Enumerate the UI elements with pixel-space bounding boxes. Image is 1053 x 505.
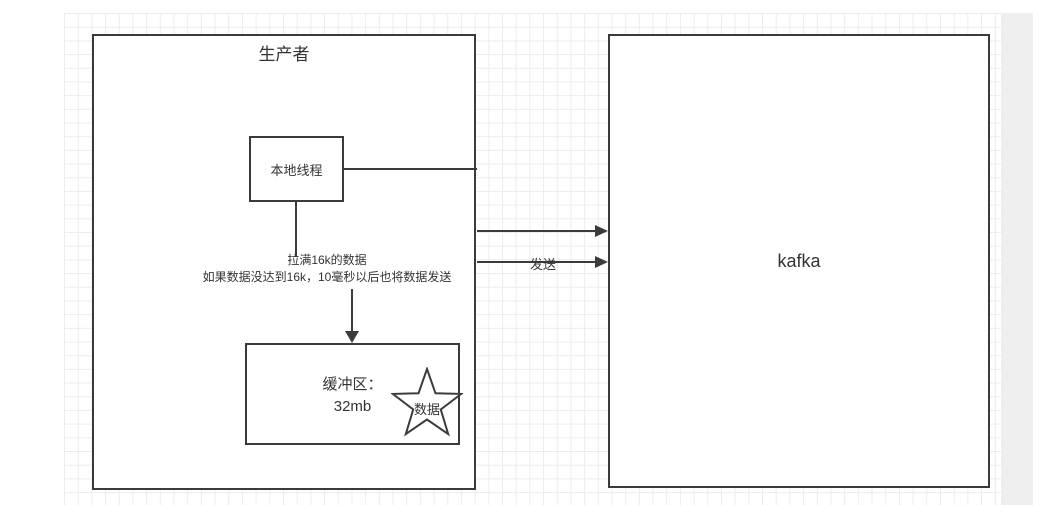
data-star-shape[interactable] <box>389 365 465 443</box>
arrowhead-right-icon <box>595 256 608 268</box>
star-icon <box>389 365 465 437</box>
annotation-text[interactable]: 拉满16k的数据 如果数据没达到16k，10毫秒以后也将数据发送 <box>160 252 494 286</box>
local-thread-label: 本地线程 <box>270 162 323 178</box>
annotation-line1: 拉满16k的数据 <box>287 253 367 267</box>
buffer-label-line2: 32mb <box>333 398 372 415</box>
send-connector-label: 发送 <box>529 257 556 272</box>
star-label: 数据 <box>413 402 440 417</box>
canvas-gutter <box>1001 13 1033 505</box>
producer-to-kafka-connector-1[interactable] <box>477 230 596 232</box>
producer-title: 生产者 <box>258 45 310 64</box>
local-thread-to-edge-connector[interactable] <box>344 168 477 170</box>
kafka-title: kafka <box>777 250 821 271</box>
kafka-box[interactable]: kafka <box>608 34 990 488</box>
buffer-label-line1: 缓冲区： <box>322 376 383 393</box>
arrowhead-right-icon <box>595 225 608 237</box>
buffer-in-connector[interactable] <box>351 289 353 332</box>
local-thread-box[interactable]: 本地线程 <box>249 136 344 202</box>
arrowhead-down-icon <box>345 331 359 343</box>
local-thread-down-connector[interactable] <box>295 202 297 257</box>
producer-to-kafka-connector-2[interactable] <box>477 261 596 263</box>
annotation-line2: 如果数据没达到16k，10毫秒以后也将数据发送 <box>202 270 452 284</box>
